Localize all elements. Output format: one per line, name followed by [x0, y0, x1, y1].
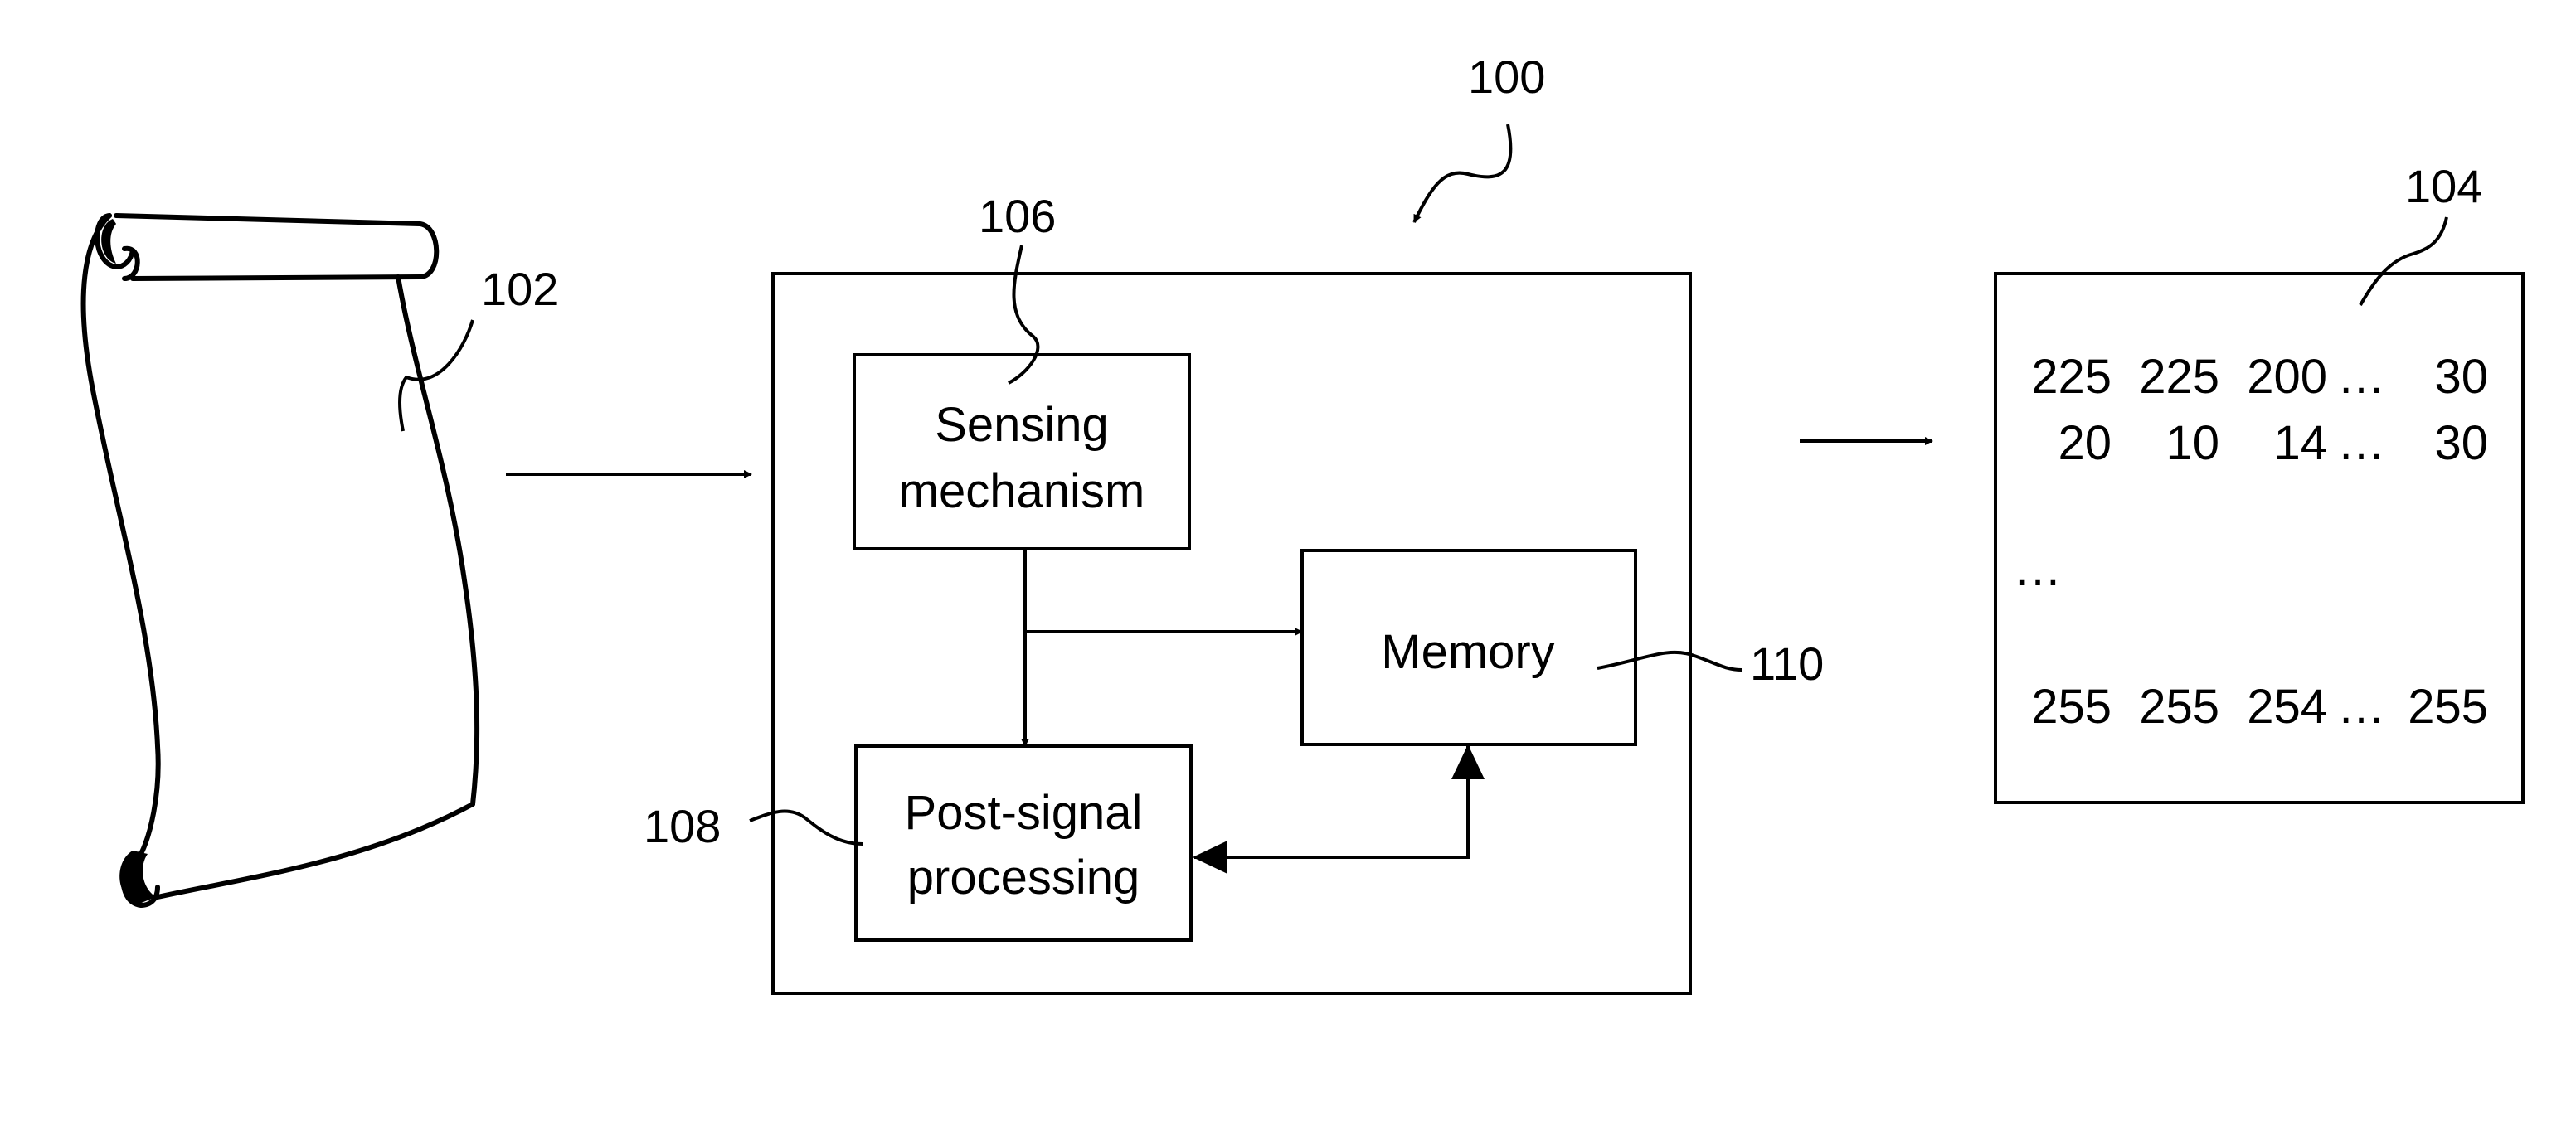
leader-108: [750, 811, 863, 844]
matrix-ellipsis-row: …: [2014, 542, 2062, 596]
ref-102: 102: [481, 263, 558, 315]
sensing-mechanism-box: [854, 355, 1189, 549]
matrix-cell: 30: [2434, 416, 2488, 470]
matrix-row-last: 255 255 254 … 255: [2031, 680, 2488, 734]
post-processing-label-line1: Post-signal: [905, 786, 1143, 840]
matrix-cell: …: [2337, 680, 2385, 734]
ref-106: 106: [979, 190, 1056, 242]
matrix-cell: …: [2337, 350, 2385, 404]
matrix-row-2: 20 10 14 … 30: [2058, 416, 2488, 470]
matrix-cell: 254: [2247, 680, 2327, 734]
leader-100: [1414, 124, 1510, 222]
leader-106: [1009, 245, 1038, 383]
memory-post-link: [1194, 744, 1468, 857]
ref-108: 108: [644, 800, 721, 852]
matrix-cell: 200: [2247, 350, 2327, 404]
matrix-cell: 255: [2139, 680, 2219, 734]
matrix-cell: 255: [2031, 680, 2112, 734]
post-processing-block: Post-signal processing: [856, 746, 1191, 940]
matrix-cell: 14: [2273, 416, 2327, 470]
matrix-cell: 30: [2434, 350, 2488, 404]
document-scroll: [84, 216, 478, 905]
matrix-cell: 10: [2165, 416, 2219, 470]
sensing-mechanism-block: Sensing mechanism: [854, 355, 1189, 549]
arrowhead-into-memory: [1451, 744, 1485, 779]
leader-110: [1597, 652, 1742, 670]
ref-104: 104: [2405, 160, 2482, 212]
matrix-cell: …: [2337, 416, 2385, 470]
matrix-row-1: 225 225 200 … 30: [2031, 350, 2488, 404]
ref-110: 110: [1750, 638, 1824, 690]
matrix-cell: 225: [2139, 350, 2219, 404]
leader-104: [2360, 217, 2447, 305]
matrix-cell: 255: [2408, 680, 2488, 734]
post-processing-box: [856, 746, 1191, 940]
memory-label: Memory: [1381, 625, 1554, 679]
sensing-label-line2: mechanism: [899, 464, 1145, 518]
post-processing-label-line2: processing: [907, 851, 1140, 904]
matrix-cell: 20: [2058, 416, 2112, 470]
ref-100: 100: [1468, 51, 1545, 103]
sensing-label-line1: Sensing: [935, 398, 1109, 452]
arrowhead-into-post: [1193, 841, 1227, 874]
matrix-cell: 225: [2031, 350, 2112, 404]
memory-block: Memory: [1302, 550, 1636, 744]
